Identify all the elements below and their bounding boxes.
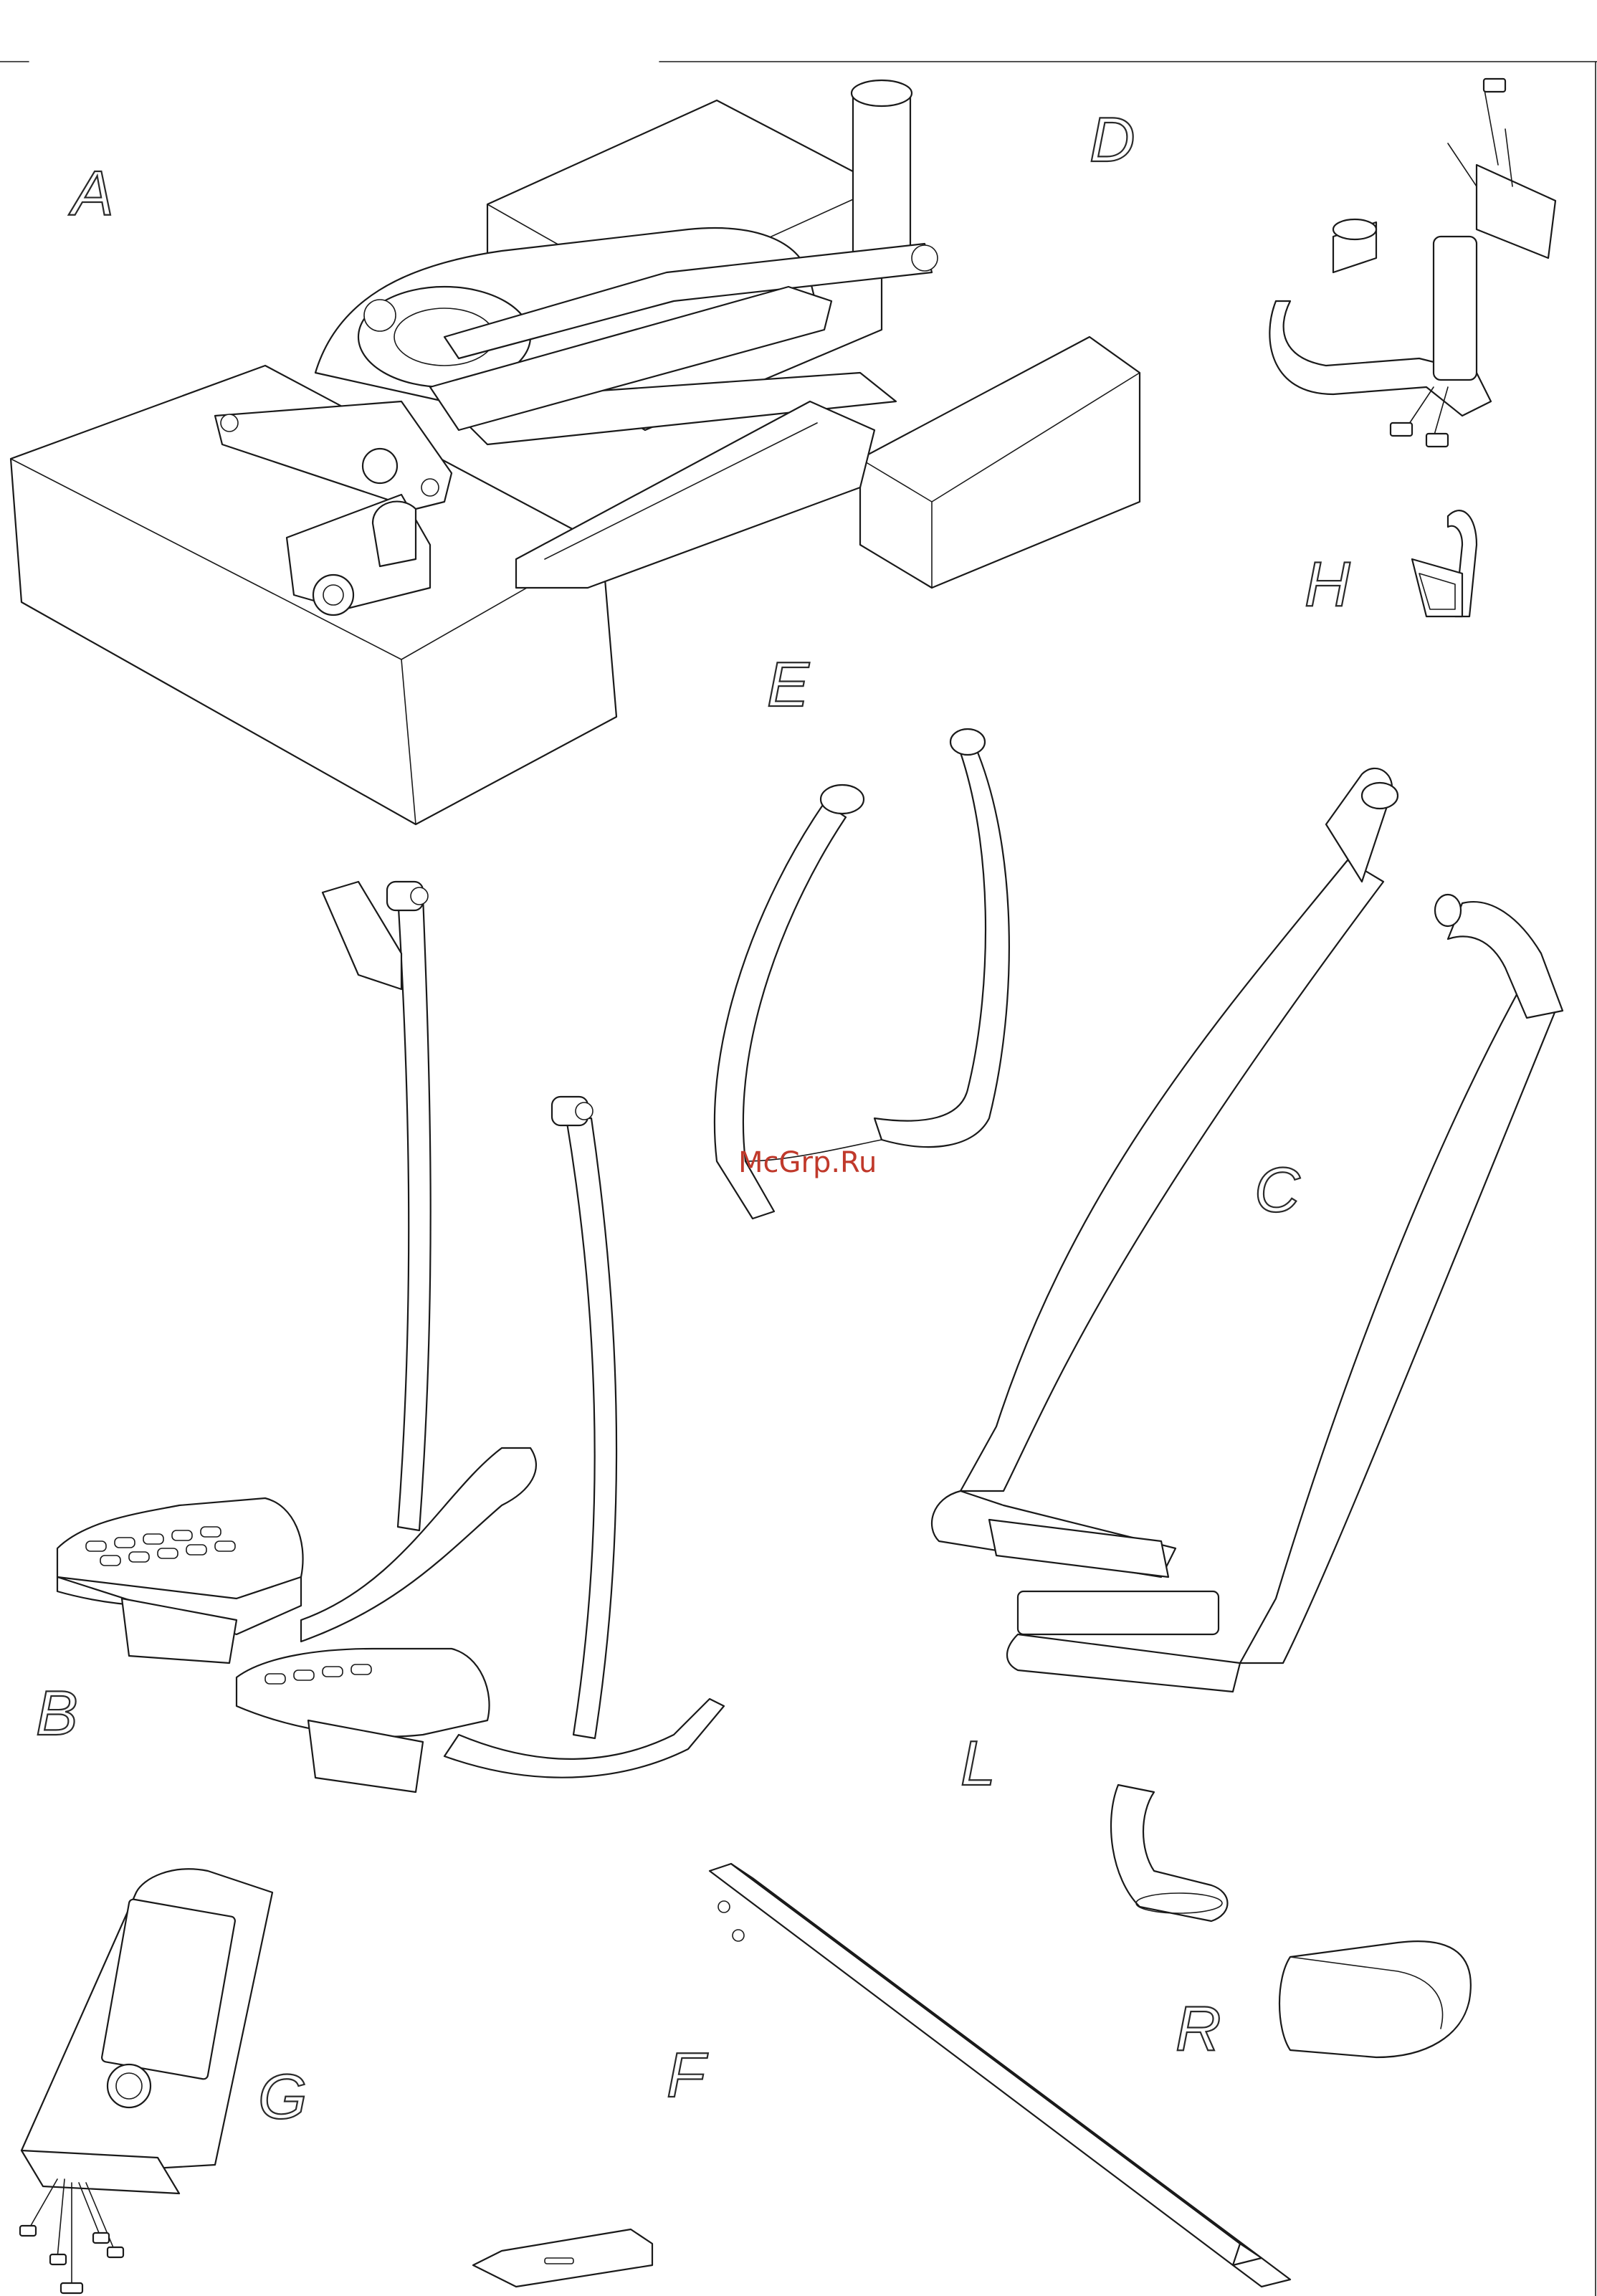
part-l-bracket xyxy=(1111,1785,1228,1921)
part-r-end-cap xyxy=(1279,1941,1471,2057)
part-b-pedal-arms xyxy=(57,882,724,1792)
label-l: L xyxy=(960,1728,996,1799)
label-h: H xyxy=(1305,548,1350,619)
console-wiring xyxy=(20,2179,123,2293)
label-f: F xyxy=(667,2039,708,2110)
part-c-handle-uprights xyxy=(932,768,1563,1692)
part-d-handlebar xyxy=(1269,79,1555,447)
part-a-main-frame xyxy=(11,80,1140,824)
label-c: C xyxy=(1254,1154,1301,1225)
part-f-stabilizer xyxy=(473,1864,1290,2287)
label-b: B xyxy=(36,1677,78,1748)
label-e: E xyxy=(767,649,810,720)
part-h-bottle-holder xyxy=(1412,510,1477,616)
label-a: A xyxy=(68,158,114,229)
part-e-curved-handle xyxy=(715,729,1009,1219)
label-d: D xyxy=(1090,104,1135,175)
label-g: G xyxy=(258,2061,307,2132)
watermark-text: McGrp.Ru xyxy=(738,1146,877,1179)
part-g-console xyxy=(20,1869,272,2293)
label-r: R xyxy=(1176,1993,1221,2064)
